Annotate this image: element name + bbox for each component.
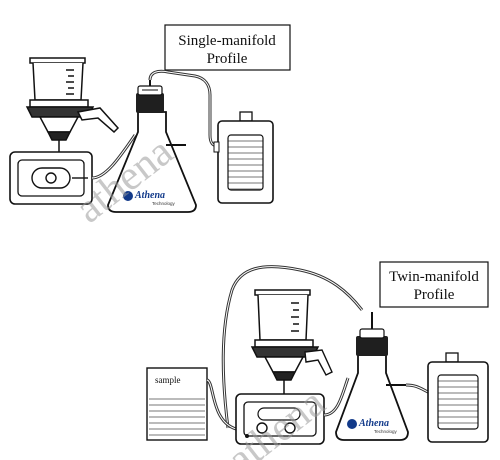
- sample-label: sample: [155, 375, 181, 385]
- twin-manifold-setup: Twin-manifold Profile sample: [146, 261, 489, 445]
- twin-manifold-label-box: Twin-manifold Profile: [379, 261, 489, 308]
- twin-manifold-base: [235, 393, 325, 445]
- top-flask-subtext: Technology: [152, 201, 176, 206]
- erlenmeyer-flask: Athena Technology: [107, 78, 197, 213]
- twin-funnel-clamp: [304, 349, 333, 376]
- single-manifold-title: Single-manifold: [178, 33, 276, 49]
- sample-container: sample: [146, 367, 208, 441]
- twin-vacuum-pump: [427, 352, 489, 443]
- vacuum-pump: [213, 111, 274, 204]
- top-flask-brand: Athena: [134, 190, 165, 201]
- twin-athena-logo-icon: [347, 419, 357, 429]
- manifold-base: [9, 151, 93, 205]
- twin-manifold-title: Twin-manifold: [389, 269, 479, 285]
- single-manifold-setup: Single-manifold Profile: [9, 24, 291, 213]
- filter-funnel: [25, 57, 95, 152]
- athena-logo-icon: [123, 191, 133, 201]
- twin-erlenmeyer-flask: Athena Technology: [335, 312, 409, 441]
- flask-to-pump-tube: [405, 383, 429, 394]
- bottom-flask-brand: Athena: [358, 418, 389, 429]
- single-manifold-subtitle: Profile: [207, 51, 248, 67]
- twin-filter-funnel: [250, 289, 320, 394]
- single-manifold-label-box: Single-manifold Profile: [164, 24, 291, 71]
- funnel-clamp: [76, 107, 120, 134]
- bottom-flask-subtext: Technology: [374, 429, 398, 434]
- twin-manifold-subtitle: Profile: [414, 287, 455, 303]
